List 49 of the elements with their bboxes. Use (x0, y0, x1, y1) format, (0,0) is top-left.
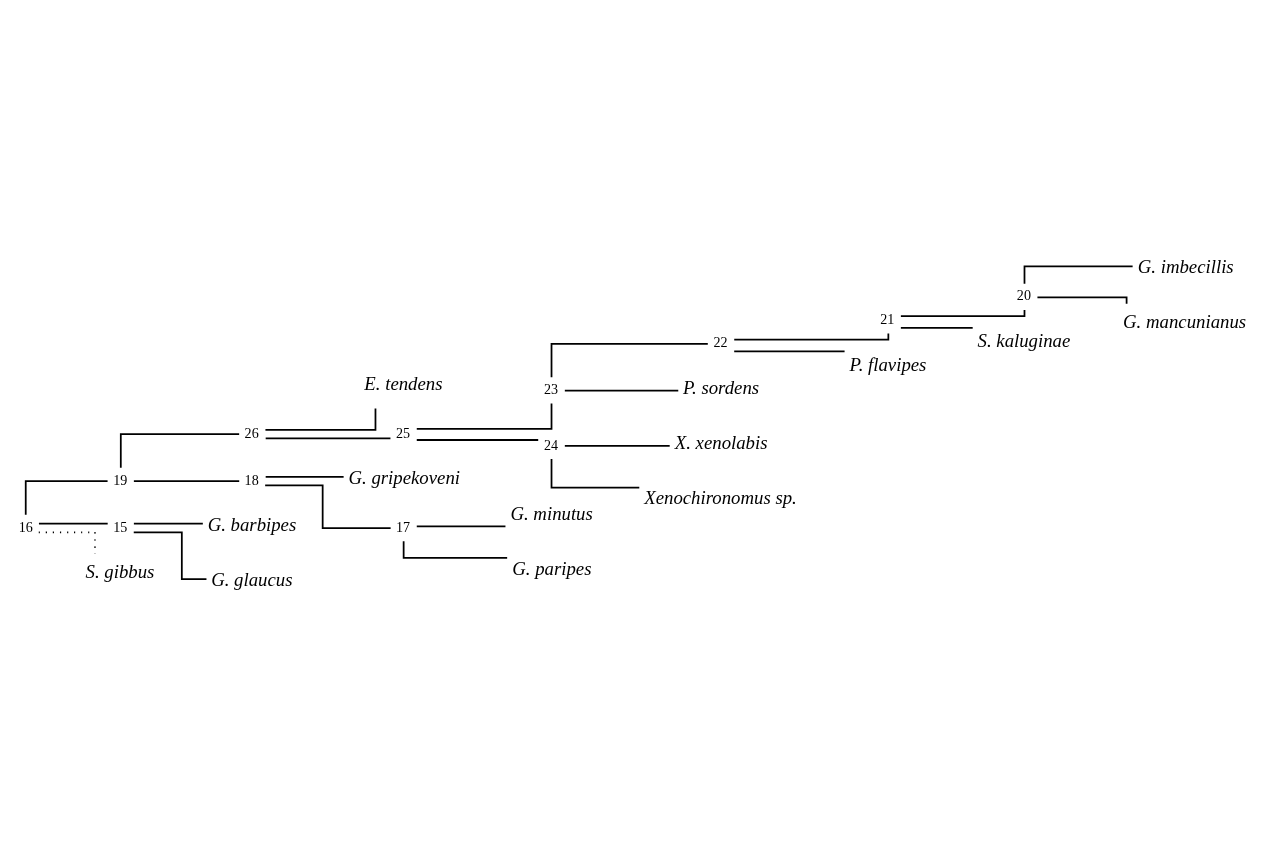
connector (24, 479, 109, 516)
node-text: G. paripes (512, 557, 592, 579)
connector (264, 437, 392, 439)
connector (733, 332, 890, 341)
node-text: G. barbipes (207, 513, 297, 535)
node-text: S. gibbus (85, 560, 155, 582)
connector (119, 432, 241, 469)
node-text: 17 (396, 518, 411, 535)
node-text: G. imbecillis (1137, 255, 1234, 277)
connector (415, 438, 540, 441)
connector (550, 342, 709, 378)
connector (1023, 264, 1134, 285)
node-text: G. glaucus (211, 568, 293, 590)
node-text: 18 (244, 471, 259, 488)
node-text: 24 (543, 436, 558, 452)
connector (133, 522, 204, 525)
connector (415, 524, 507, 527)
connector (133, 479, 241, 482)
node-text: 16 (18, 518, 33, 535)
connector (563, 389, 680, 392)
connector (900, 308, 1026, 317)
node-text: 26 (244, 424, 259, 441)
node-text: X. xenolabis (674, 431, 768, 453)
connector (132, 530, 208, 580)
node-text: G. gripekoveni (348, 466, 460, 488)
node-text: 25 (396, 424, 411, 441)
connector (264, 475, 345, 478)
connector (264, 407, 377, 431)
node-text: G. minutus (510, 502, 593, 524)
node-text: P. sordens (682, 376, 760, 398)
connector (38, 522, 109, 525)
node-text: 15 (113, 518, 128, 535)
node-text: Xenochironomus sp. (644, 486, 797, 508)
connector (264, 484, 392, 529)
node-text: 23 (543, 380, 558, 397)
node-text: 20 (1016, 286, 1031, 303)
node-text: 21 (880, 310, 895, 327)
node-text: S. kaluginae (977, 329, 1071, 351)
node-text: P. flavipes (849, 353, 927, 375)
connector (415, 402, 553, 430)
connector (550, 457, 641, 488)
connector (900, 326, 974, 329)
connector (402, 539, 509, 559)
node-text: 19 (113, 471, 128, 488)
node-text: E. tendens (364, 372, 443, 394)
connector (733, 350, 846, 352)
node-text: 22 (713, 333, 728, 350)
connector (563, 444, 671, 447)
node-text: G. mancunianus (1123, 310, 1247, 332)
